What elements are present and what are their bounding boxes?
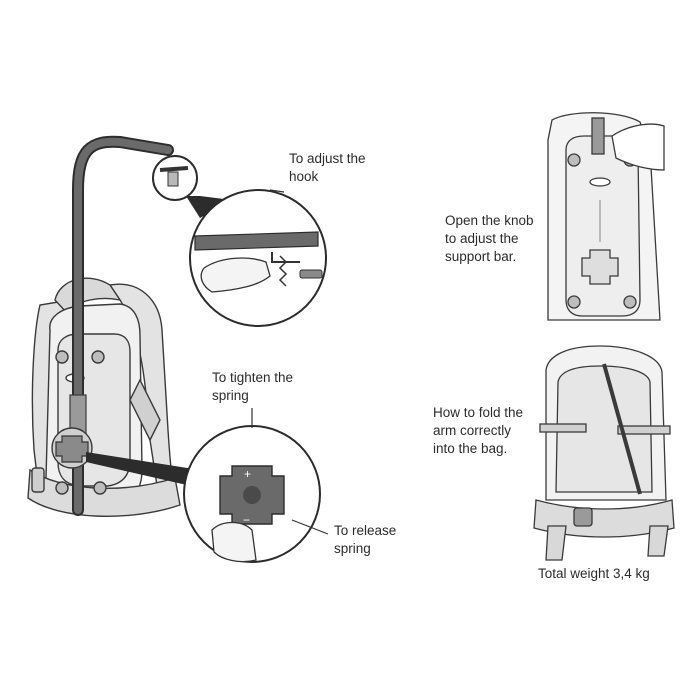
label-tighten-spring: To tighten the spring xyxy=(212,369,293,405)
label-open-knob-line2: to adjust the xyxy=(445,231,519,246)
release-pointer xyxy=(291,519,329,535)
hook-detail-small xyxy=(152,155,198,201)
label-release-spring: To release spring xyxy=(334,522,396,558)
vest-main xyxy=(27,277,181,517)
label-open-knob: Open the knob to adjust the support bar. xyxy=(445,212,534,266)
label-fold-arm-line3: into the bag. xyxy=(433,441,508,456)
support-arm xyxy=(69,135,174,516)
hook-pointer xyxy=(269,189,285,193)
folded-bag-view xyxy=(533,345,675,561)
label-adjust-hook: To adjust the hook xyxy=(289,150,366,186)
vest-knob xyxy=(51,427,93,469)
label-fold-arm-line2: arm correctly xyxy=(433,423,512,438)
label-release-spring-line2: spring xyxy=(334,541,371,556)
back-view-knob xyxy=(547,112,665,321)
label-tighten-spring-line1: To tighten the xyxy=(212,370,294,385)
hook-detail-large xyxy=(189,189,327,327)
label-open-knob-line1: Open the knob xyxy=(445,213,534,228)
label-release-spring-line1: To release xyxy=(334,523,397,538)
label-fold-arm-line1: How to fold the xyxy=(433,405,524,420)
label-adjust-hook-line2: hook xyxy=(289,169,319,184)
label-fold-arm: How to fold the arm correctly into the b… xyxy=(433,404,523,458)
label-adjust-hook-line1: To adjust the xyxy=(289,151,366,166)
knob-callout-band xyxy=(86,452,200,488)
knob-minus-mark: − xyxy=(243,513,250,527)
label-tighten-spring-line2: spring xyxy=(212,388,249,403)
label-total-weight: Total weight 3,4 kg xyxy=(538,566,650,581)
knob-plus-mark: + xyxy=(244,467,251,481)
label-open-knob-line3: support bar. xyxy=(445,249,517,264)
knob-detail-large: + − xyxy=(183,425,321,563)
